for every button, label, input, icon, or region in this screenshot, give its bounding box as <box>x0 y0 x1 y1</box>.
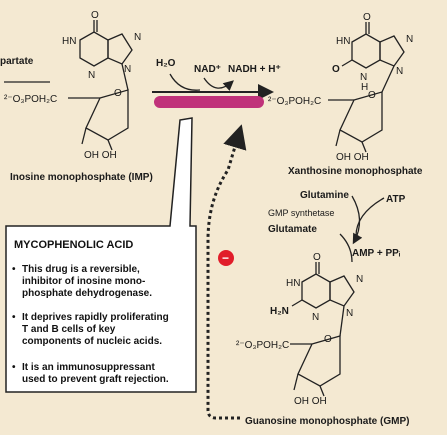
xmp-structure <box>328 22 405 153</box>
gmp-oh-label: OH OH <box>294 396 327 407</box>
h2o-curve <box>169 73 201 91</box>
svg-text:O: O <box>368 90 376 101</box>
svg-text:HN: HN <box>62 36 76 47</box>
svg-text:inhibitor of inosine mono-: inhibitor of inosine mono- <box>22 276 145 287</box>
svg-text:HN: HN <box>286 278 300 289</box>
inhibition-icon <box>218 250 234 266</box>
svg-text:•: • <box>12 362 16 373</box>
svg-text:N: N <box>134 32 141 43</box>
feedback-inhibition-line <box>206 124 247 420</box>
gmp-synthetase-label: GMP synthetase <box>268 208 334 218</box>
svg-text:HN: HN <box>336 36 350 47</box>
callout-box <box>5 117 197 393</box>
imp-name: Inosine monophosphate (IMP) <box>10 172 153 183</box>
svg-text:O: O <box>324 334 332 345</box>
glutamine-curve <box>351 195 363 245</box>
enzyme-bar <box>154 96 264 108</box>
imp-structure <box>68 20 133 151</box>
gmp-name: Guanosine monophosphate (GMP) <box>245 416 409 427</box>
svg-text:N: N <box>360 72 367 83</box>
imp-phosphate-label: ²⁻O₃POH₂C <box>4 94 57 105</box>
svg-text:This drug is a reversible,: This drug is a reversible, <box>22 264 140 275</box>
xmp-name: Xanthosine monophosphate <box>288 166 423 177</box>
h2o-label: H₂O <box>156 58 176 69</box>
svg-text:N: N <box>312 312 319 323</box>
svg-text:phosphate dehydrogenase.: phosphate dehydrogenase. <box>22 288 152 299</box>
gmp-structure <box>290 262 355 397</box>
xmp-phosphate-label: ²⁻O₃POH₂C <box>268 96 321 107</box>
nad-label: NAD⁺ <box>194 64 221 75</box>
svg-text:components of nucleic acids.: components of nucleic acids. <box>22 336 162 347</box>
nad-curve <box>203 77 234 92</box>
imp-oh-label: OH OH <box>84 150 117 161</box>
svg-text:N: N <box>124 64 131 75</box>
svg-text:O: O <box>313 252 321 263</box>
xmp-oh-label: OH OH <box>336 152 369 163</box>
svg-text:•: • <box>12 312 16 323</box>
gmp-phosphate-label: ²⁻O₃POH₂C <box>236 340 289 351</box>
svg-text:used to prevent graft rejectio: used to prevent graft rejection. <box>22 374 169 385</box>
callout-title: MYCOPHENOLIC ACID <box>14 239 133 251</box>
svg-text:N: N <box>396 66 403 77</box>
inhibition-sign: − <box>222 251 229 265</box>
svg-text:O: O <box>332 64 340 75</box>
glutamate-label: Glutamate <box>268 224 317 235</box>
svg-text:O: O <box>114 88 122 99</box>
svg-text:H₂N: H₂N <box>270 306 289 317</box>
gmp-atoms: O HN N H₂N N N O OH OH ²⁻O₃POH₂C <box>236 252 363 407</box>
xmp-atoms: O HN N O N H N O OH OH ²⁻O₃POH₂C <box>268 12 413 163</box>
svg-text:O: O <box>91 10 99 21</box>
svg-text:N: N <box>406 34 413 45</box>
left-partial-label: partate <box>0 56 34 67</box>
svg-text:H: H <box>361 82 368 93</box>
callout-bullet-1: • This drug is a reversible, inhibitor o… <box>12 264 152 299</box>
imp-atoms: O HN N N N O OH OH ²⁻O₃POH₂C <box>4 10 141 161</box>
svg-text:N: N <box>356 274 363 285</box>
glutamine-label: Glutamine <box>300 190 349 201</box>
atp-curve <box>355 197 385 237</box>
atp-label: ATP <box>386 194 406 205</box>
callout-bullet-2: • It deprives rapidly proliferating T an… <box>12 312 169 347</box>
svg-text:N: N <box>88 70 95 81</box>
xmp-to-gmp-arrow <box>339 233 353 263</box>
svg-text:O: O <box>363 12 371 23</box>
svg-text:T and B cells of key: T and B cells of key <box>22 324 116 335</box>
svg-text:•: • <box>12 264 16 275</box>
amp-ppi-label: AMP + PPᵢ <box>352 248 401 259</box>
nadh-label: NADH + H⁺ <box>228 64 281 75</box>
callout-bullet-3: • It is an immunosuppressant used to pre… <box>12 362 169 385</box>
svg-text:It is an immunosuppressant: It is an immunosuppressant <box>22 362 155 373</box>
svg-text:N: N <box>346 308 353 319</box>
svg-text:It deprives rapidly proliferat: It deprives rapidly proliferating <box>22 312 169 323</box>
